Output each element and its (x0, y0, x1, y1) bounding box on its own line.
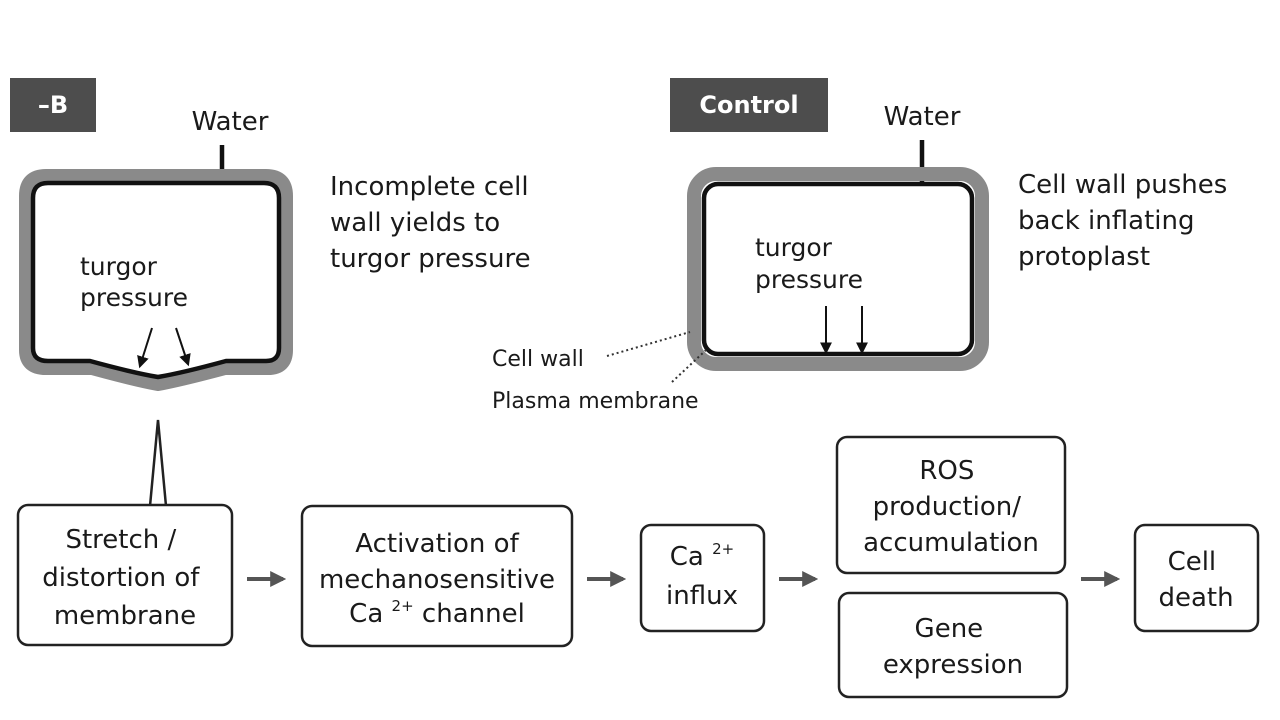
right-tag: Control (699, 91, 798, 119)
activation-ca: Ca (349, 599, 383, 629)
gene-text: Gene expression (883, 614, 1023, 680)
left-description-line1: Incomplete cell (330, 172, 529, 202)
left-description-line2: wall yields to (330, 208, 500, 238)
stretch-line2: distortion of (42, 563, 200, 593)
left-plasma-membrane (30, 180, 282, 380)
stretch-line1: Stretch / (65, 525, 176, 555)
stretch-box (16, 503, 234, 647)
cell-wall-leader (606, 331, 691, 357)
right-plasma-membrane (701, 181, 975, 357)
ros-line3: accumulation (863, 528, 1039, 558)
right-description-line2: back inflating (1018, 206, 1194, 236)
death-box (1133, 523, 1260, 633)
right-panel: Control Water turgor pressure Cell wall … (492, 78, 1236, 414)
left-description: Incomplete cell wall yields to turgor pr… (330, 172, 537, 274)
gene-box (837, 591, 1069, 699)
right-description: Cell wall pushes back inflating protopla… (1018, 170, 1236, 272)
influx-line1: Ca 2+ (670, 540, 734, 572)
left-tag: –B (38, 91, 68, 119)
death-line2: death (1158, 583, 1233, 613)
flow-row: Stretch / distortion of membrane Activat… (16, 435, 1260, 699)
left-turgor-line1: turgor (80, 252, 158, 281)
ros-line2: production/ (873, 492, 1022, 522)
left-panel: –B Water turgor pressure Incomplete cell… (10, 78, 537, 507)
gene-line1: Gene (915, 614, 984, 644)
cell-wall-label: Cell wall (492, 347, 584, 372)
gene-line2: expression (883, 650, 1023, 680)
plasma-membrane-label: Plasma membrane (492, 389, 699, 414)
right-turgor-line1: turgor (755, 233, 833, 262)
stretch-line3: membrane (54, 601, 196, 631)
left-description-line3: turgor pressure (330, 244, 531, 274)
ros-line1: ROS (919, 456, 974, 486)
left-tag-bg (10, 78, 96, 132)
left-turgor-arrow-2 (175, 327, 191, 367)
right-cell-wall (687, 167, 989, 371)
right-tag-bg (670, 78, 828, 132)
influx-ca: Ca (670, 542, 704, 572)
right-turgor-line2: pressure (755, 265, 863, 294)
right-description-line1: Cell wall pushes (1018, 170, 1227, 200)
stretch-text: Stretch / distortion of membrane (42, 525, 207, 631)
left-water-label: Water (192, 107, 269, 137)
activation-sup: 2+ (392, 597, 414, 615)
influx-line2: influx (666, 581, 738, 611)
left-turgor-line2: pressure (80, 283, 188, 312)
left-spike-connector (148, 419, 168, 507)
activation-line2: mechanosensitive (319, 565, 555, 595)
death-line1: Cell (1168, 547, 1217, 577)
ros-box (835, 435, 1067, 575)
right-description-line3: protoplast (1018, 242, 1150, 272)
right-water-label: Water (884, 102, 961, 132)
left-turgor-arrow-1 (137, 327, 153, 369)
left-cell-wall (19, 169, 293, 391)
activation-box (300, 504, 574, 648)
death-text: Cell death (1158, 547, 1233, 613)
influx-box (639, 523, 766, 633)
influx-sup: 2+ (712, 540, 734, 558)
activation-line3: Ca 2+ channel (349, 588, 525, 629)
activation-rest: channel (422, 599, 525, 629)
activation-line1: Activation of (355, 529, 519, 559)
ros-text: ROS production/ accumulation (863, 456, 1039, 558)
